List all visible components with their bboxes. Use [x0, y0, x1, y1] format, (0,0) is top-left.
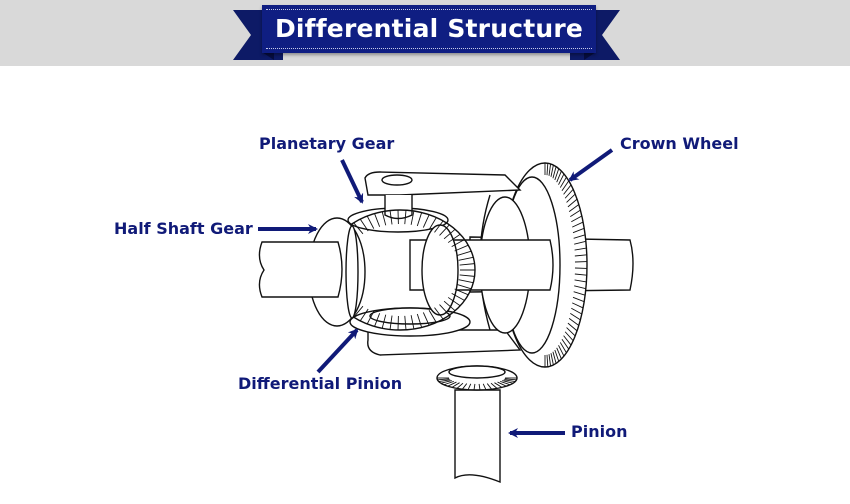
header-banner: Differential Structure [0, 0, 850, 66]
differential-diagram: Planetary Gear Crown Wheel Half Shaft Ge… [0, 66, 850, 500]
label-pinion: Pinion [571, 422, 627, 441]
arrow-planetary-gear [342, 160, 362, 202]
drive-pinion-drawing [437, 366, 517, 482]
label-differential-pinion: Differential Pinion [238, 374, 402, 393]
title-ribbon: Differential Structure [262, 5, 596, 53]
arrow-crown-wheel [570, 150, 612, 180]
page-title: Differential Structure [262, 5, 596, 53]
left-half-shaft [259, 242, 342, 297]
label-half-shaft-gear: Half Shaft Gear [114, 219, 253, 238]
label-planetary-gear: Planetary Gear [259, 134, 394, 153]
arrow-differential-pinion [318, 330, 357, 372]
differential-drawing [0, 66, 850, 500]
label-crown-wheel: Crown Wheel [620, 134, 739, 153]
